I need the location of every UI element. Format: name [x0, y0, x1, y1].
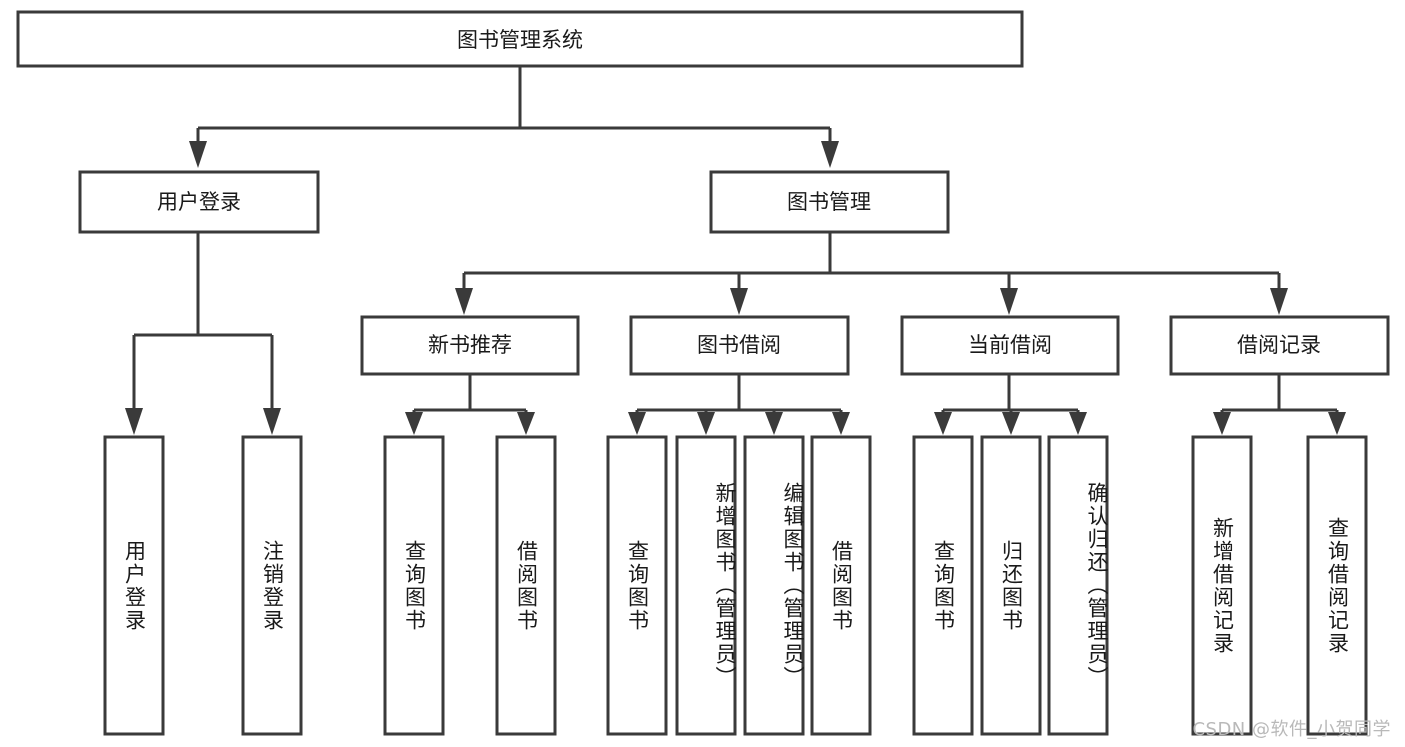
node-book-manage-label: 图书管理: [787, 190, 871, 214]
leaf-query-record-box[interactable]: [1306, 435, 1368, 736]
arrow-leaf-query-record: [1328, 412, 1346, 435]
leaf-confirm-return-box[interactable]: [1047, 435, 1109, 736]
arrow-leaf-add-book: [697, 412, 715, 435]
arrow-leaf-confirm-return: [1069, 412, 1087, 435]
leaf-add-record-box[interactable]: [1191, 435, 1253, 736]
node-root[interactable]: 图书管理系统: [16, 10, 1024, 68]
node-user-login[interactable]: 用户登录: [78, 170, 320, 234]
leaf-borrow-book-2-box[interactable]: [810, 435, 872, 736]
node-book-borrow-box[interactable]: [629, 315, 850, 376]
node-book-manage-box[interactable]: [709, 170, 950, 234]
leaf-boxes: [103, 435, 1368, 736]
connector-root-to-level2: [189, 66, 839, 168]
arrow-leaf-add-record: [1213, 412, 1231, 435]
node-new-book-recommend-box[interactable]: [360, 315, 580, 376]
leaf-borrow-book-1-box[interactable]: [495, 435, 557, 736]
node-current-borrow-box[interactable]: [900, 315, 1120, 376]
leaf-query-book-1-box[interactable]: [383, 435, 445, 736]
connector-current-borrow-to-leaves: [934, 374, 1087, 435]
arrow-leaf-logout: [263, 408, 281, 435]
arrow-borrow-record: [1270, 288, 1288, 315]
node-user-login-label: 用户登录: [157, 190, 241, 214]
arrow-user-login: [189, 141, 207, 168]
node-root-label: 图书管理系统: [457, 28, 583, 52]
arrow-leaf-query-book-2: [628, 412, 646, 435]
connector-book-manage-to-level3: [455, 232, 1288, 315]
node-borrow-record[interactable]: 借阅记录: [1169, 315, 1390, 376]
node-root-box[interactable]: [16, 10, 1024, 68]
leaf-return-book-box[interactable]: [980, 435, 1042, 736]
node-current-borrow-label: 当前借阅: [968, 333, 1052, 357]
arrow-leaf-user-login: [125, 408, 143, 435]
node-book-borrow[interactable]: 图书借阅: [629, 315, 850, 376]
node-new-book-recommend-label: 新书推荐: [428, 333, 512, 357]
node-borrow-record-box[interactable]: [1169, 315, 1390, 376]
connector-new-book-to-leaves: [405, 374, 535, 435]
arrow-book-manage: [821, 141, 839, 168]
leaf-user-login-box[interactable]: [103, 435, 165, 736]
arrow-new-book-recommend: [455, 288, 473, 315]
arrow-leaf-query-book-1: [405, 412, 423, 435]
arrow-leaf-return-book: [1002, 412, 1020, 435]
arrow-leaf-borrow-book-2: [832, 412, 850, 435]
leaf-edit-book-box[interactable]: [743, 435, 805, 736]
node-current-borrow[interactable]: 当前借阅: [900, 315, 1120, 376]
connector-borrow-record-to-leaves: [1213, 374, 1346, 435]
leaf-logout-login-box[interactable]: [241, 435, 303, 736]
arrow-leaf-edit-book: [765, 412, 783, 435]
leaf-query-book-2-box[interactable]: [606, 435, 668, 736]
arrow-leaf-query-book-3: [934, 412, 952, 435]
node-borrow-record-label: 借阅记录: [1237, 333, 1321, 357]
csdn-watermark: CSDN @软件_小贺同学: [1192, 719, 1391, 740]
node-book-borrow-label: 图书借阅: [697, 333, 781, 357]
arrow-current-borrow: [1000, 288, 1018, 315]
connector-book-borrow-to-leaves: [628, 374, 850, 435]
node-book-manage[interactable]: 图书管理: [709, 170, 950, 234]
connector-user-login-to-leaves: [125, 232, 281, 435]
arrow-leaf-borrow-book-1: [517, 412, 535, 435]
node-user-login-box[interactable]: [78, 170, 320, 234]
leaf-query-book-3-box[interactable]: [912, 435, 974, 736]
leaf-add-book-box[interactable]: [675, 435, 737, 736]
node-new-book-recommend[interactable]: 新书推荐: [360, 315, 580, 376]
arrow-book-borrow: [730, 288, 748, 315]
